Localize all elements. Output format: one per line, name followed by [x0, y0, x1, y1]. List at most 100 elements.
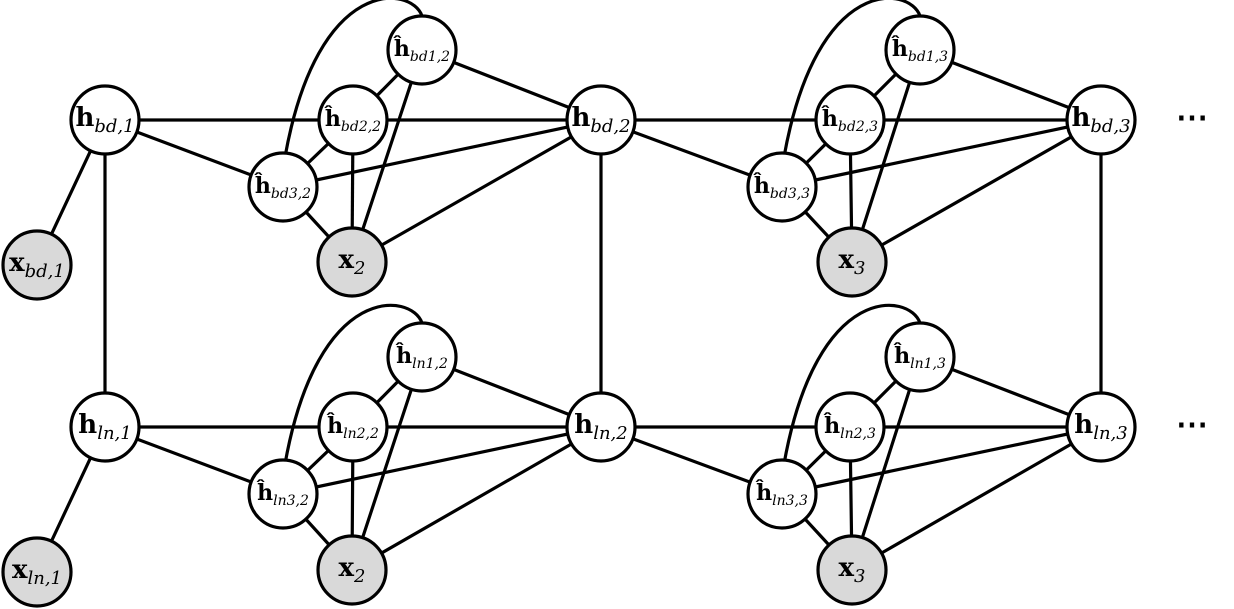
node-label-subscript: ln1,2 [412, 356, 448, 372]
node-label-subscript: bd3,2 [271, 186, 311, 202]
node-label: x2 [339, 245, 366, 279]
edge-hh_bd1_2-x2_top [350, 48, 424, 264]
node-label-subscript: ln2,3 [840, 426, 876, 442]
node-label: hbd,3 [1071, 103, 1130, 137]
node-label: ĥln1,3 [893, 342, 946, 372]
node-hh-bd2-2: ĥbd2,2 [317, 84, 389, 156]
node-label-base: ĥ [254, 172, 271, 199]
node-label: hln,3 [1074, 410, 1127, 444]
node-circle [247, 151, 319, 223]
node-circle [746, 458, 818, 530]
node-label-base: ĥ [823, 412, 840, 439]
node-hh-ln2-3: ĥln2,3 [814, 391, 886, 463]
node-circle [386, 321, 458, 393]
node-label-base: x [839, 553, 855, 583]
node-hh-bd2-3: ĥbd2,3 [814, 84, 886, 156]
edge-hh_ln1_2-hh_ln3_2 [283, 303, 424, 466]
node-hh-ln1-3: ĥln1,3 [884, 321, 956, 393]
node-label-subscript: bd1,3 [908, 49, 948, 65]
node-label-base: h [571, 103, 590, 133]
node-label-subscript: ln,1 [97, 423, 132, 444]
edge-hh_ln3_2-h_ln_2 [281, 425, 603, 496]
node-label-base: ĥ [821, 105, 838, 132]
node-circle [565, 84, 637, 156]
node-label-subscript: bd2,2 [341, 119, 381, 135]
node-label: ĥln2,3 [823, 412, 876, 442]
node-hh-ln3-2: ĥln3,2 [247, 458, 319, 530]
node-label-subscript: bd,1 [25, 261, 65, 282]
node-label-subscript: bd1,2 [410, 49, 450, 65]
node-label: ĥln2,2 [326, 412, 379, 442]
node-label: xbd,1 [9, 248, 65, 282]
node-label: xln,1 [12, 555, 62, 589]
node-label-subscript: bd3,3 [770, 186, 810, 202]
node-circle [386, 14, 458, 86]
node-label-base: ĥ [755, 479, 772, 506]
node-h-ln-2: hln,2 [565, 391, 637, 463]
node-label-base: h [1071, 103, 1090, 133]
node-label: ĥbd2,3 [821, 105, 878, 135]
node-circle [317, 391, 389, 463]
node-circle [1065, 391, 1137, 463]
node-label: ĥbd2,2 [324, 105, 381, 135]
node-circle [69, 84, 141, 156]
edge-hh_ln3_3-h_ln_3 [780, 425, 1103, 496]
edge-hh_bd1_2-hh_bd3_2 [283, 0, 424, 159]
node-label-subscript: 3 [854, 258, 865, 279]
node-label-subscript: ln,2 [593, 423, 628, 444]
node-x2-bot: x2 [316, 534, 388, 606]
node-label-base: ĥ [891, 35, 908, 62]
node-label-base: x [339, 553, 355, 583]
node-label-base: ĥ [393, 35, 410, 62]
node-circle [884, 321, 956, 393]
continuation-dots-top: ⋯ [1176, 98, 1208, 136]
node-x-ln-1: xln,1 [1, 536, 73, 608]
node-h-ln-1: hln,1 [69, 391, 141, 463]
edge-x3_bot-h_ln_3 [850, 425, 1103, 572]
node-hh-bd3-2: ĥbd3,2 [247, 151, 319, 223]
edge-hh_bd3_2-h_bd_2 [281, 118, 603, 189]
edge-hh_bd3_3-h_bd_3 [780, 118, 1103, 189]
node-label: ĥln3,3 [755, 479, 808, 509]
node-circle [1, 229, 73, 301]
node-label: hln,2 [574, 410, 627, 444]
node-label: ĥbd3,3 [753, 172, 810, 202]
node-label-subscript: bd,3 [1090, 116, 1130, 137]
continuation-dots-bottom: ⋯ [1176, 405, 1208, 443]
edge-hh_bd1_3-hh_bd3_3 [782, 0, 922, 159]
node-label-subscript: bd,1 [94, 116, 134, 137]
node-hh-ln1-2: ĥln1,2 [386, 321, 458, 393]
node-circle [317, 84, 389, 156]
edge-x2_top-h_bd_2 [350, 118, 603, 264]
node-h-ln-3: hln,3 [1065, 391, 1137, 463]
node-label-subscript: ln2,2 [343, 426, 379, 442]
node-hh-bd1-3: ĥbd1,3 [884, 14, 956, 86]
node-label-base: ĥ [324, 105, 341, 132]
node-hh-bd1-2: ĥbd1,2 [386, 14, 458, 86]
node-label-subscript: ln,1 [27, 568, 62, 589]
node-h-bd-2: hbd,2 [565, 84, 637, 156]
node-label-subscript: 3 [854, 566, 865, 587]
node-label-subscript: ln3,2 [273, 493, 309, 509]
node-label-base: ĥ [395, 342, 412, 369]
node-label-base: x [839, 245, 855, 275]
node-circle [69, 391, 141, 463]
node-label: hbd,2 [571, 103, 630, 137]
node-circle [884, 14, 956, 86]
node-label: ĥbd1,3 [891, 35, 948, 65]
node-circle [316, 226, 388, 298]
node-circle [746, 151, 818, 223]
node-label-base: h [75, 103, 94, 133]
edge-x2_bot-h_ln_2 [350, 425, 603, 572]
node-label-subscript: ln3,3 [772, 493, 808, 509]
node-label-subscript: ln,3 [1093, 423, 1128, 444]
node-circle [247, 458, 319, 530]
node-circle [1065, 84, 1137, 156]
node-h-bd-1: hbd,1 [69, 84, 141, 156]
node-circle [814, 84, 886, 156]
node-x2-top: x2 [316, 226, 388, 298]
node-label-base: x [9, 248, 25, 278]
node-label: hln,1 [78, 410, 131, 444]
edge-hh_ln1_2-x2_bot [350, 355, 424, 572]
